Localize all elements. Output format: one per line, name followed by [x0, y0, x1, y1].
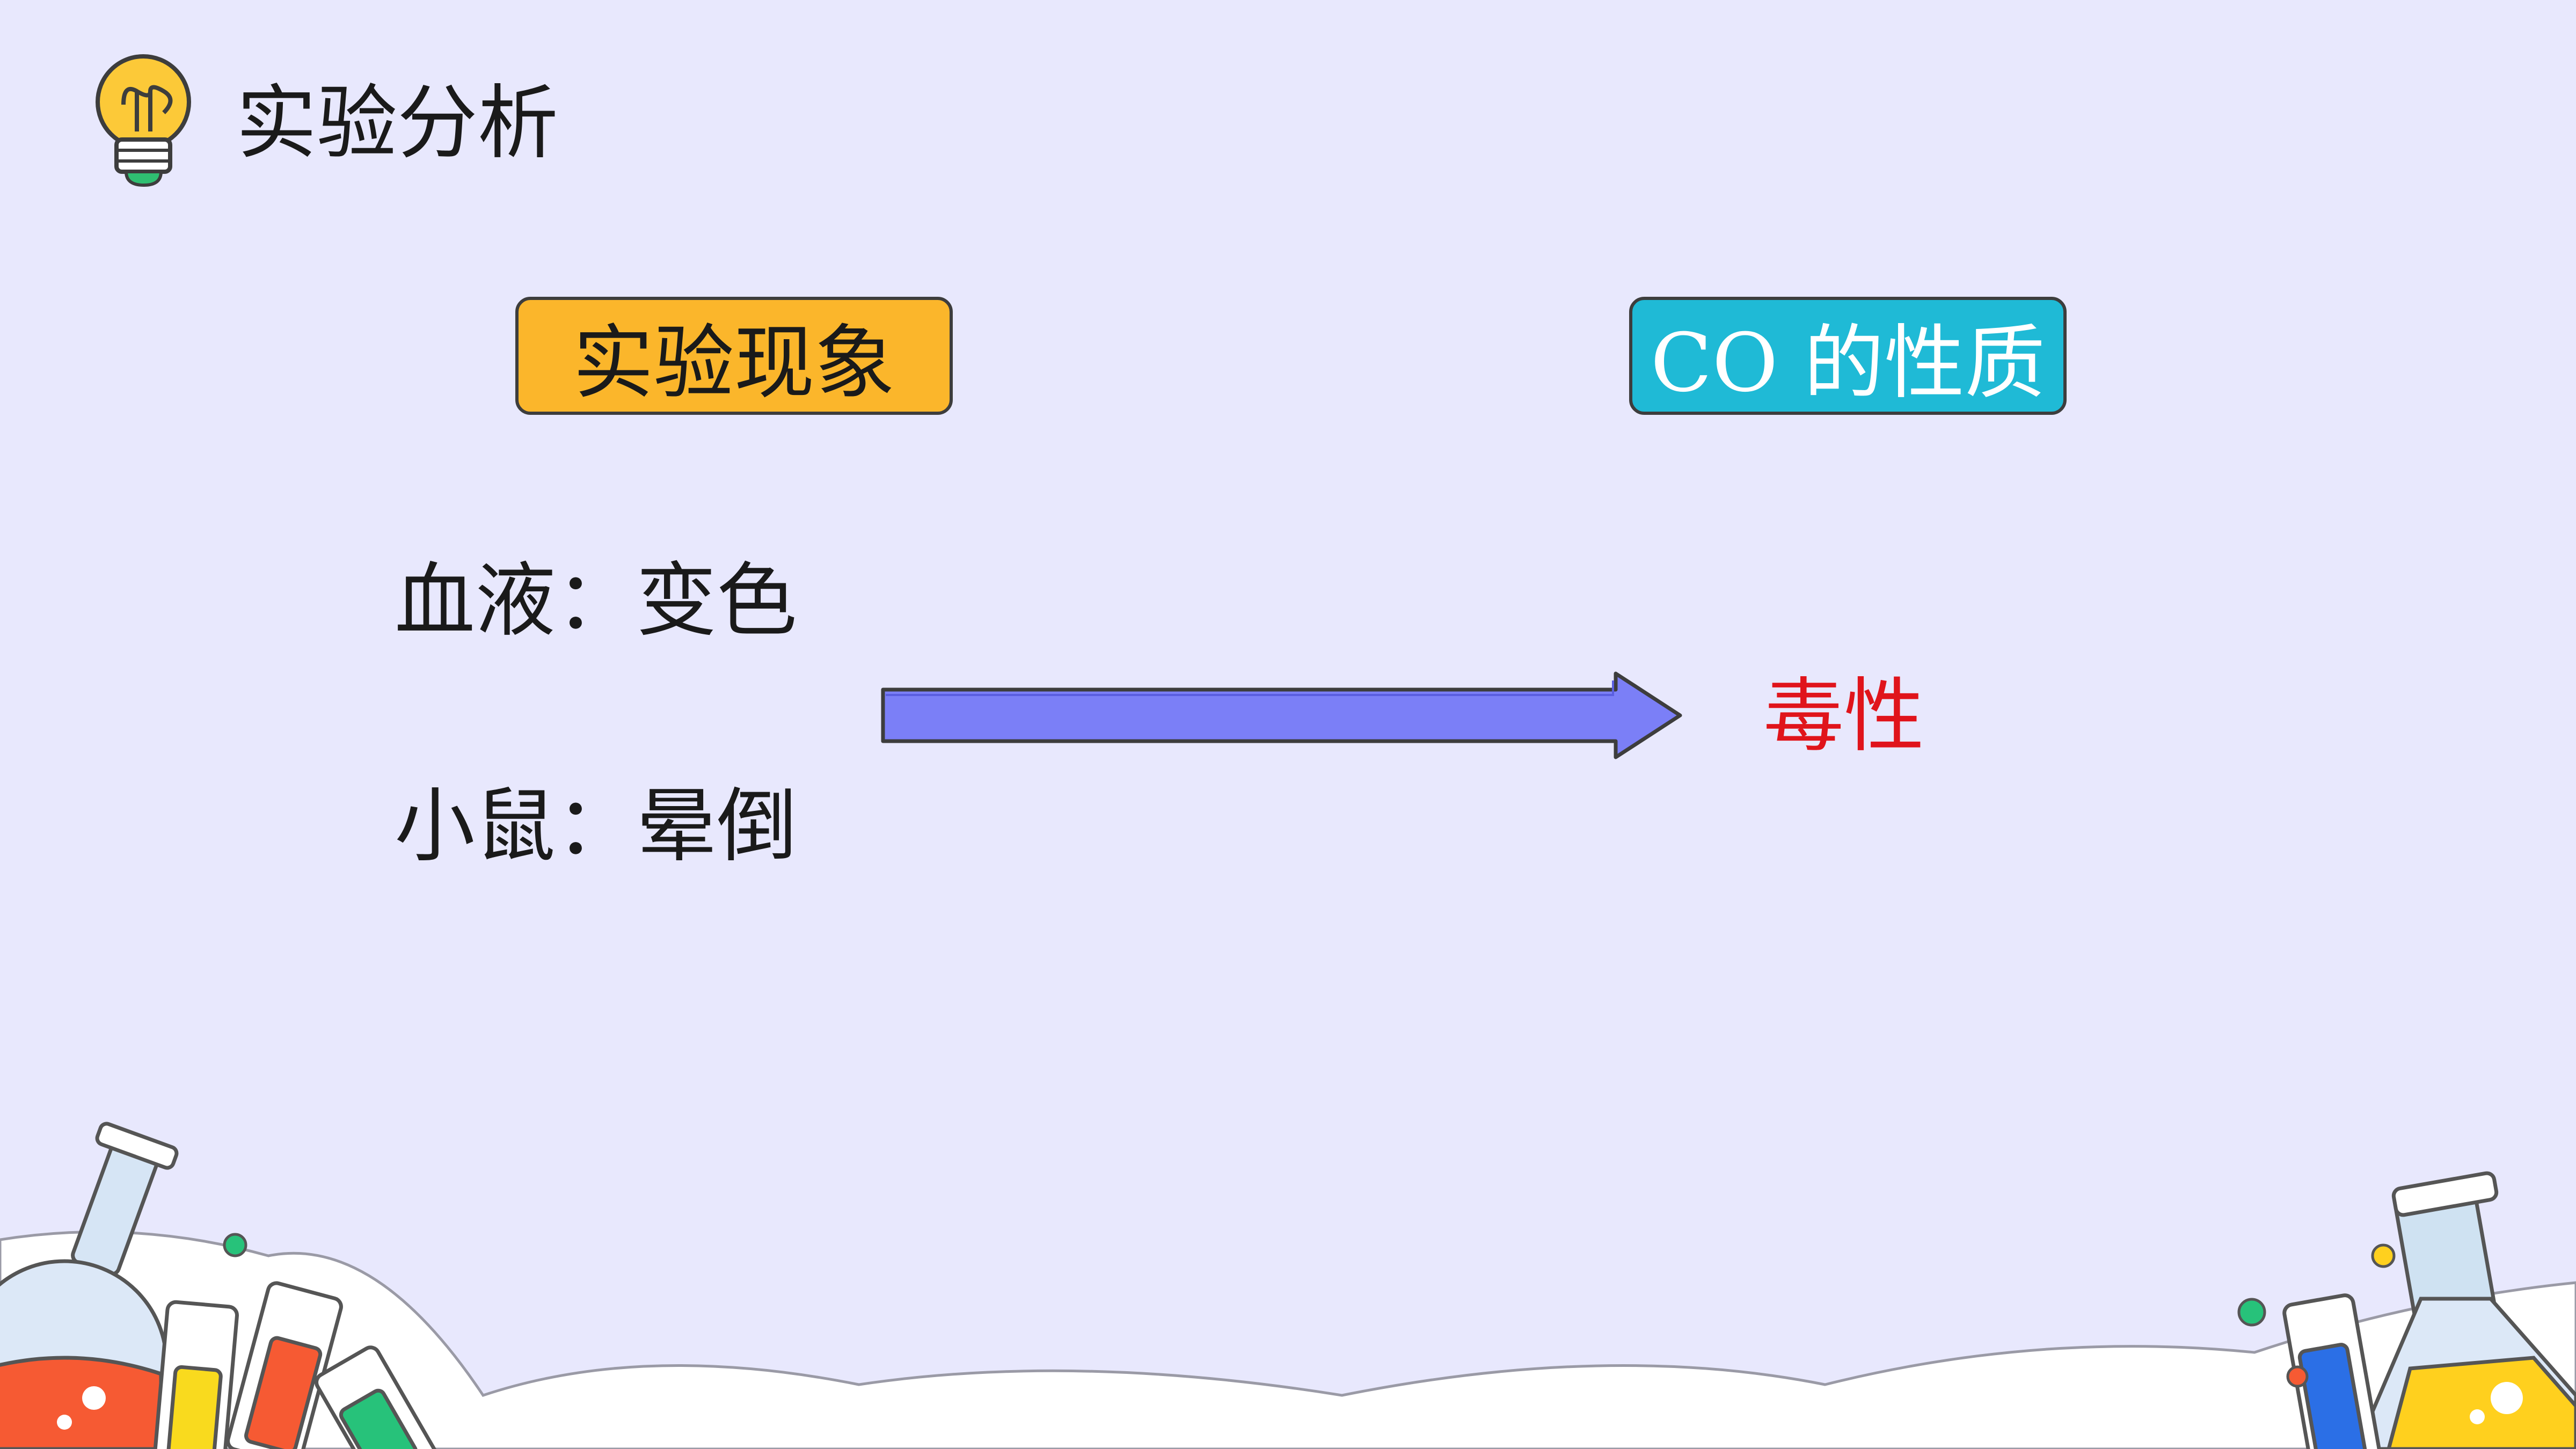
observation-blood: 血液：变色 [395, 554, 798, 648]
result-text: 毒性 [1763, 670, 1925, 763]
phenomenon-tag: 实验现象 [515, 297, 953, 415]
page-title: 实验分析 [236, 77, 559, 170]
observation-mouse: 小鼠：晕倒 [395, 780, 798, 873]
property-tag: CO 的性质 [1629, 297, 2067, 415]
